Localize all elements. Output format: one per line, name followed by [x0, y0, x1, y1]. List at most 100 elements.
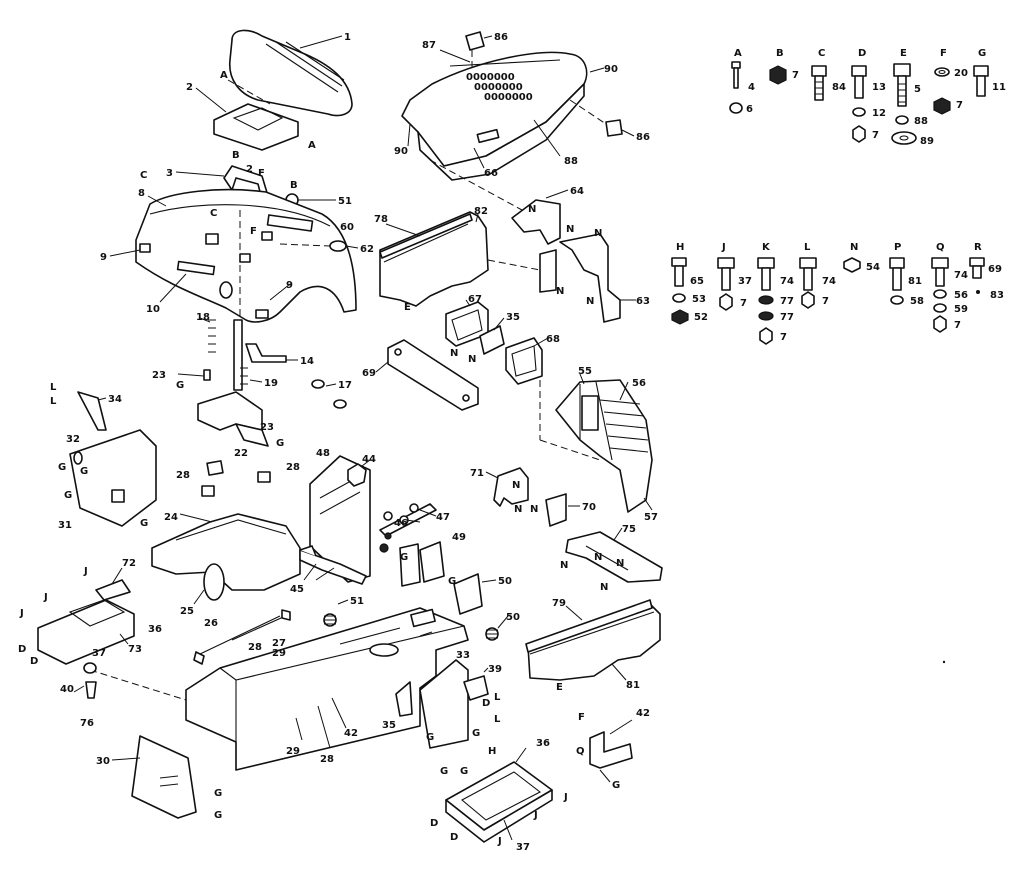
callout-69: 69 — [362, 368, 376, 379]
hw-letter-c: C — [818, 48, 825, 59]
callout-70: 70 — [582, 502, 596, 513]
ref-letter-q: Q — [576, 746, 585, 757]
ref-letter-n-14: N — [600, 582, 608, 593]
ref-letter-n-12: N — [594, 552, 602, 563]
hw-h-part-2: 53 — [692, 294, 706, 305]
callout-27: 28 — [176, 470, 190, 481]
ref-letter-c-2: C — [210, 208, 217, 219]
callout-2: 2 — [186, 82, 193, 93]
callout-42: 42 — [636, 708, 650, 719]
callout-56: 56 — [632, 378, 646, 389]
callout-75: 75 — [622, 524, 636, 535]
hood-decal-text-1: 0000000 — [466, 72, 515, 83]
front-hood — [401, 51, 588, 181]
front-bumper — [131, 735, 197, 819]
hw-e-part-1: 5 — [914, 84, 921, 95]
callout-30: 31 — [58, 520, 72, 531]
callout-90-b: 90 — [394, 146, 408, 157]
callout-45: 46 — [394, 518, 408, 529]
hw-letter-d: D — [858, 48, 866, 59]
ref-letter-h: E — [404, 302, 411, 313]
hardware-legend: A B C D E F G 4 6 7 84 13 12 7 5 88 — [671, 48, 1006, 345]
hw-letter-b: B — [776, 48, 784, 59]
callout-90: 90 — [604, 64, 618, 75]
callout-66: 66 — [484, 168, 498, 179]
ref-letter-k: H — [488, 746, 496, 757]
ref-letter-g-12: G — [440, 766, 448, 777]
ref-letter-g-13: G — [460, 766, 468, 777]
callout-63: 63 — [636, 296, 650, 307]
callout-9-b: 9 — [286, 280, 293, 291]
lower-grille-panel — [527, 603, 661, 681]
ref-letter-d-4: D — [18, 644, 26, 655]
callout-27-c: 28 — [248, 642, 262, 653]
hw-f-part-1: 20 — [954, 68, 968, 79]
ref-letter-g-2: G — [276, 438, 284, 449]
ref-letter-d-5: D — [30, 656, 38, 667]
hw-c-part-1: 84 — [832, 82, 846, 93]
hw-k-part-3: 77 — [780, 312, 794, 323]
hw-f-part-2: 7 — [956, 100, 963, 111]
hw-r-part-2: 83 — [990, 290, 1004, 301]
hw-p-part-1: 81 — [908, 276, 922, 287]
callout-82: 82 — [474, 206, 488, 217]
ref-letter-g-16: G — [612, 780, 620, 791]
hw-k-part-2: 77 — [780, 296, 794, 307]
ref-letter-n-9: N — [514, 504, 522, 515]
ref-letter-b: B — [232, 150, 240, 161]
ref-letter-n-10: N — [530, 504, 538, 515]
callout-76: 76 — [80, 718, 94, 729]
ref-letter-d-2: D — [430, 818, 438, 829]
hw-l-part-2: 7 — [822, 296, 829, 307]
callout-35: 35 — [382, 720, 396, 731]
ref-letter-g-10: G — [472, 728, 480, 739]
callout-72: 72 — [122, 558, 136, 569]
ref-letter-j-6: J — [19, 608, 24, 619]
grille-panel — [379, 211, 489, 307]
callout-67: 67 — [468, 294, 482, 305]
hw-g-part-1: 11 — [992, 82, 1006, 93]
callout-46: 47 — [436, 512, 450, 523]
hw-letter-g: G — [978, 48, 986, 59]
callout-23: 24 — [164, 512, 178, 523]
ref-letter-l-2: L — [50, 396, 57, 407]
callout-60: 60 — [340, 222, 354, 233]
callout-39: 39 — [488, 664, 502, 675]
ref-letter-g-3: G — [58, 462, 66, 473]
ref-letter-g-6: G — [140, 518, 148, 529]
callout-71: 71 — [470, 468, 484, 479]
hw-h-part-1: 65 — [690, 276, 704, 287]
callout-62: 62 — [360, 244, 374, 255]
callout-28: 29 — [286, 746, 300, 757]
callout-36-b: 36 — [148, 624, 162, 635]
ref-letter-n: N — [528, 204, 536, 215]
ref-letter-g: G — [176, 380, 184, 391]
callout-17: 17 — [338, 380, 352, 391]
hw-l-part-1: 74 — [822, 276, 836, 287]
ref-letter-n-13: N — [616, 558, 624, 569]
callout-79: 79 — [552, 598, 566, 609]
callout-73: 73 — [128, 644, 142, 655]
callout-9: 9 — [100, 252, 107, 263]
callout-81: 81 — [626, 680, 640, 691]
ref-letter-a: A — [220, 70, 228, 81]
hw-d-part-3: 7 — [872, 130, 879, 141]
callout-22-b: 23 — [260, 422, 274, 433]
hw-k-part-4: 7 — [780, 332, 787, 343]
callout-55: 55 — [578, 366, 592, 377]
callout-38: 37 — [516, 842, 530, 853]
callout-86: 87 — [422, 40, 436, 51]
callout-27-d: 28 — [320, 754, 334, 765]
ref-letter-n-5: N — [556, 286, 564, 297]
ref-letter-e: F — [258, 168, 265, 179]
hw-d-part-2: 12 — [872, 108, 886, 119]
hw-h-part-3: 52 — [694, 312, 708, 323]
ref-letter-c: C — [140, 170, 147, 181]
ref-letter-l-3: L — [494, 692, 501, 703]
ref-letter-n-8: N — [512, 480, 520, 491]
callout-38-b: 37 — [92, 648, 106, 659]
ref-letter-d-3: D — [450, 832, 458, 843]
ref-letter-j: J — [497, 836, 502, 847]
hw-d-part-1: 13 — [872, 82, 886, 93]
